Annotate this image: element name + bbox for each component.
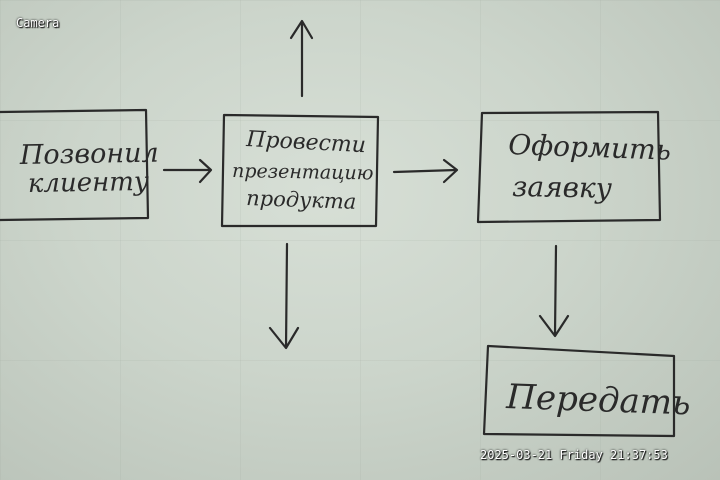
arrow-2-to-3 <box>392 158 459 184</box>
box3-line1: Оформить <box>508 128 672 167</box>
box1-line1: Позвонил <box>19 138 159 171</box>
camera-label: Camera <box>16 16 60 30</box>
arrow-1-to-2 <box>162 158 213 184</box>
box-call-client <box>0 108 150 222</box>
timestamp: 2025-03-21 Friday 21:37:53 <box>480 448 668 462</box>
box-transfer <box>482 344 676 438</box>
arrow-3-to-4 <box>538 244 570 338</box>
box2-line1: Провести <box>245 127 367 158</box>
box3-line2: заявку <box>512 170 613 205</box>
box2-line2: презентацию <box>232 160 374 184</box>
box2-line3: продукта <box>246 186 357 214</box>
box-application <box>476 110 662 224</box>
box1-line2: клиенту <box>28 167 150 199</box>
box4-line1: Передать <box>505 377 692 423</box>
box-presentation <box>220 113 380 228</box>
arrow-down <box>268 242 300 350</box>
arrow-up <box>289 19 314 98</box>
